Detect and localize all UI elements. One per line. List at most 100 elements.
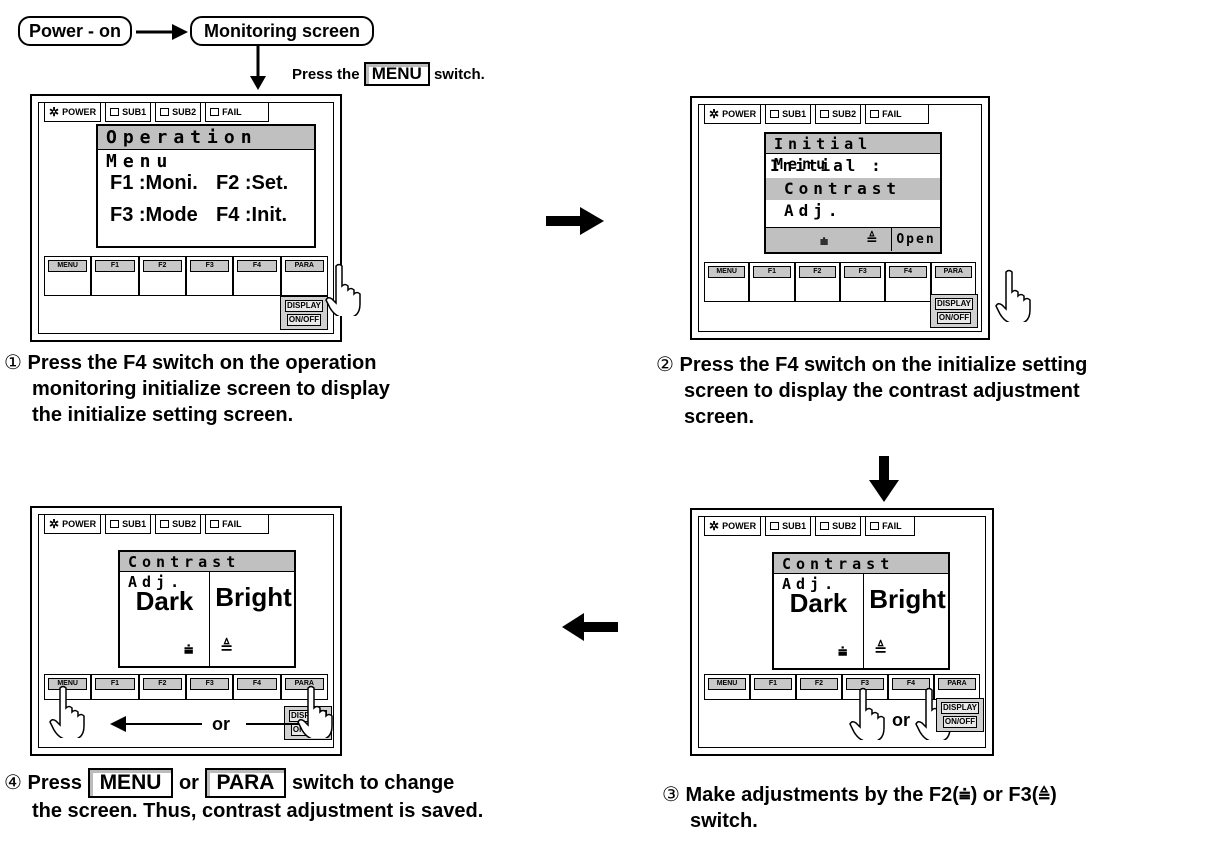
key-menu[interactable]: MENU <box>704 262 750 302</box>
down-symbol-icon: ⩧ <box>820 234 829 250</box>
press-menu-instruction: Press the MENU switch. <box>292 62 485 86</box>
sub2-indicator: SUB2 <box>155 514 202 534</box>
caption-step-3: ③ Make adjustments by the F2(⩧) or F3(≜)… <box>662 784 1057 832</box>
panel-initial-menu: ✲POWER SUB1 SUB2 FAIL Initial Menu Initi… <box>690 96 1031 340</box>
hand-pointer-icon <box>995 269 1031 322</box>
screen-title: Operation Menu <box>98 126 314 172</box>
left-arrow-icon <box>562 613 618 641</box>
menu-f1: F1 :Moni. <box>110 172 198 194</box>
key-f4[interactable]: F4 <box>233 674 281 700</box>
or-label: or <box>212 714 230 734</box>
fail-indicator: FAIL <box>205 102 270 122</box>
key-f1[interactable]: F1 <box>750 674 796 700</box>
open-softkey: Open <box>891 228 940 251</box>
hand-pointer-icon <box>49 685 85 738</box>
sub2-indicator: SUB2 <box>815 104 862 124</box>
status-bar: ✲POWER SUB1 SUB2 FAIL <box>44 102 270 122</box>
key-f2[interactable]: F2 <box>796 674 842 700</box>
down-symbol-icon: ⩧ <box>184 640 194 659</box>
up-symbol-icon: ≜ <box>866 232 878 248</box>
key-menu[interactable]: MENU <box>44 674 92 700</box>
caption-step-2: ② Press the F4 switch on the initialize … <box>656 354 1088 428</box>
key-f4[interactable]: F4 <box>233 256 281 296</box>
initial-label: Initial : <box>770 156 884 175</box>
key-para[interactable]: PARA <box>280 256 328 296</box>
sub1-indicator: SUB1 <box>105 514 152 534</box>
fail-indicator: FAIL <box>205 514 270 534</box>
power-indicator: ✲POWER <box>44 102 102 122</box>
menu-f3: F3 :Mode <box>110 204 198 226</box>
power-indicator: ✲POWER <box>704 104 762 124</box>
menu-f2: F2 :Set. <box>216 172 289 194</box>
key-f3[interactable]: F3 <box>839 262 886 302</box>
power-indicator: ✲POWER <box>44 514 102 534</box>
sub1-indicator: SUB1 <box>105 102 152 122</box>
key-f1[interactable]: F1 <box>91 674 139 700</box>
key-f1[interactable]: F1 <box>749 262 795 302</box>
key-f2[interactable]: F2 <box>794 262 840 302</box>
monitoring-screen-box: Monitoring screen <box>190 16 374 46</box>
key-menu[interactable]: MENU <box>704 674 750 700</box>
softkey-bar: ⩧ ≜ Open <box>766 227 940 252</box>
panel-contrast-adj-step4: ✲POWER SUB1 SUB2 FAIL Contrast Adj. Dark… <box>30 506 342 756</box>
panel-contrast-adj-step3: ✲POWER SUB1 SUB2 FAIL Contrast Adj. Dark… <box>690 508 994 756</box>
power-indicator: ✲POWER <box>704 516 762 536</box>
hand-pointer-icon <box>297 685 333 738</box>
key-menu[interactable]: MENU <box>44 256 92 296</box>
sub1-indicator: SUB1 <box>765 516 812 536</box>
key-f2[interactable]: F2 <box>138 256 186 296</box>
key-f3[interactable]: F3 <box>185 674 234 700</box>
up-symbol-icon: ≜ <box>874 640 888 659</box>
screen-title: Initial Menu <box>766 134 940 173</box>
menu-f4: F4 :Init. <box>216 204 288 226</box>
flow-arrow-1 <box>136 24 188 40</box>
function-keys: MENU F1 F2 F3 F4 PARA <box>704 674 980 700</box>
up-symbol-icon: ≜ <box>1038 784 1051 806</box>
key-f4[interactable]: F4 <box>885 262 931 302</box>
key-f4[interactable]: F4 <box>888 674 934 700</box>
status-bar: ✲POWER SUB1 SUB2 FAIL <box>704 516 916 536</box>
fail-indicator: FAIL <box>865 104 930 124</box>
lcd-screen: Initial Menu Initial : Contrast Adj. ⩧ ≜… <box>764 132 942 254</box>
dark-label: Dark <box>789 588 848 618</box>
contrast-adj-item: Contrast Adj. <box>766 178 940 220</box>
function-keys: MENU F1 F2 F3 F4 PARA <box>44 674 328 700</box>
menu-key-label: MENU <box>87 768 174 798</box>
sub2-indicator: SUB2 <box>815 516 862 536</box>
hand-pointer-icon <box>325 263 361 316</box>
dark-label: Dark <box>135 586 194 616</box>
key-f3[interactable]: F3 <box>185 256 234 296</box>
status-bar: ✲POWER SUB1 SUB2 FAIL <box>704 104 930 124</box>
key-f3[interactable]: F3 <box>842 674 888 700</box>
down-symbol-icon: ⩧ <box>838 642 848 661</box>
function-keys: MENU F1 F2 F3 F4 PARA <box>704 262 976 302</box>
screen-title: Contrast Adj. <box>774 554 948 593</box>
key-f2[interactable]: F2 <box>138 674 186 700</box>
right-arrow-icon <box>546 207 604 235</box>
key-f1[interactable]: F1 <box>91 256 139 296</box>
caption-step-1: ① Press the F4 switch on the operation m… <box>4 352 390 426</box>
sub1-indicator: SUB1 <box>765 104 812 124</box>
status-bar: ✲POWER SUB1 SUB2 FAIL <box>44 514 270 534</box>
para-key-label: PARA <box>204 768 287 798</box>
panel-operation-menu: ✲POWER SUB1 SUB2 FAIL Operation Menu F1 … <box>30 94 361 342</box>
power-on-box: Power - on <box>18 16 132 46</box>
bright-label: Bright <box>869 584 946 614</box>
lcd-screen: Contrast Adj. Dark Bright ⩧ ≜ <box>118 550 296 668</box>
function-keys: MENU F1 F2 F3 F4 PARA <box>44 256 328 296</box>
flow-arrow-down <box>250 46 266 90</box>
bright-label: Bright <box>215 582 292 612</box>
down-symbol-icon: ⩧ <box>958 784 971 806</box>
lcd-screen: Operation Menu F1 :Moni. F2 :Set. F3 :Mo… <box>96 124 316 248</box>
lcd-screen: Contrast Adj. Dark Bright ⩧ ≜ <box>772 552 950 670</box>
caption-step-4: ④ Press MENU or PARA switch to change th… <box>4 768 483 824</box>
screen-title: Contrast Adj. <box>120 552 294 591</box>
hand-pointer-icon <box>849 687 885 740</box>
up-symbol-icon: ≜ <box>220 638 234 657</box>
key-para[interactable]: PARA <box>280 674 328 700</box>
or-label: or <box>892 710 910 730</box>
key-para[interactable]: PARA <box>934 674 980 700</box>
